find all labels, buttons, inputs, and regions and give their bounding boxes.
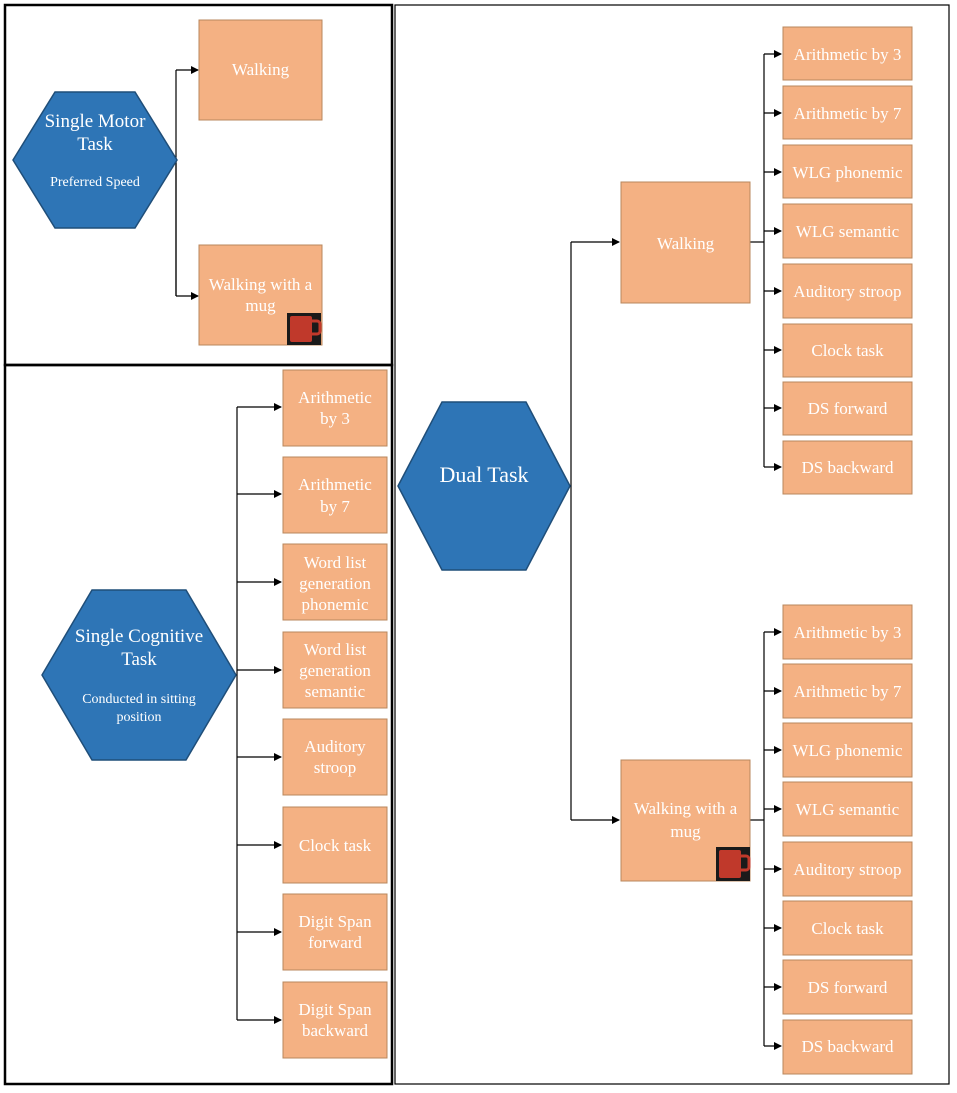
dual-walking-mug-box: Walking with a mug (620, 759, 751, 882)
single-motor-subtitle: Preferred Speed (50, 175, 140, 190)
svg-text:by 3: by 3 (320, 409, 350, 428)
dual-mug-ds-forward-box: DS forward (782, 959, 913, 1015)
svg-text:Digit Span: Digit Span (298, 912, 372, 931)
svg-text:WLG phonemic: WLG phonemic (793, 163, 903, 182)
dual-task-connectors (570, 50, 782, 1050)
svg-text:Arithmetic by 3: Arithmetic by 3 (794, 45, 902, 64)
dual-task-title: Dual Task (439, 462, 528, 487)
svg-text:DS forward: DS forward (808, 399, 888, 418)
dual-mug-wlg-phonemic-box: WLG phonemic (782, 722, 913, 778)
dual-walking-arith3-box: Arithmetic by 3 (782, 26, 913, 81)
cog-wlg-semantic-box: Word list generation semantic (282, 631, 388, 709)
cog-wlg-phonemic-box: Word list generation phonemic (282, 543, 388, 621)
svg-text:generation: generation (299, 661, 371, 680)
dual-walking-ds-forward-box: DS forward (782, 381, 913, 436)
svg-text:Walking: Walking (232, 60, 290, 79)
single-cognitive-title: Single Cognitive (75, 626, 203, 647)
svg-text:Arithmetic: Arithmetic (298, 475, 372, 494)
single-motor-title: Single Motor (45, 111, 146, 132)
mug-icon (716, 847, 751, 881)
dual-mug-auditory-stroop-box: Auditory stroop (782, 841, 913, 897)
svg-text:Arithmetic by 7: Arithmetic by 7 (794, 104, 902, 123)
svg-text:Word list: Word list (304, 553, 367, 572)
cog-arith3-box: Arithmetic by 3 (282, 369, 388, 447)
svg-text:Word list: Word list (304, 640, 367, 659)
dual-walking-wlg-phonemic-box: WLG phonemic (782, 144, 913, 199)
cog-digit-span-backward-box: Digit Span backward (282, 981, 388, 1059)
single-motor-connectors (175, 66, 199, 300)
svg-text:Walking: Walking (657, 234, 715, 253)
single-cognitive-title-2: Task (121, 649, 157, 670)
svg-text:semantic: semantic (305, 682, 366, 701)
motor-walking-mug-box: Walking with a mug (198, 244, 323, 346)
svg-text:phonemic: phonemic (301, 595, 368, 614)
dual-walking-auditory-stroop-box: Auditory stroop (782, 263, 913, 319)
svg-text:DS backward: DS backward (801, 458, 894, 477)
svg-text:mug: mug (670, 822, 701, 841)
single-cognitive-subtitle: Conducted in sitting (82, 692, 196, 707)
dual-task-panel (394, 4, 950, 1085)
motor-walking-box: Walking (198, 19, 323, 121)
svg-text:Arithmetic by 3: Arithmetic by 3 (794, 623, 902, 642)
dual-mug-wlg-semantic-box: WLG semantic (782, 781, 913, 837)
single-cognitive-panel (3, 363, 394, 1086)
svg-text:Auditory stroop: Auditory stroop (793, 860, 901, 879)
svg-text:Walking with a: Walking with a (209, 275, 313, 294)
cog-clock-task-box: Clock task (282, 806, 388, 884)
dual-walking-clock-task-box: Clock task (782, 323, 913, 378)
svg-text:Auditory: Auditory (304, 737, 366, 756)
dual-walking-box: Walking (620, 181, 751, 304)
svg-text:WLG semantic: WLG semantic (796, 800, 900, 819)
svg-text:DS backward: DS backward (801, 1037, 894, 1056)
dual-mug-arith3-box: Arithmetic by 3 (782, 604, 913, 660)
svg-text:WLG phonemic: WLG phonemic (793, 741, 903, 760)
svg-text:by 7: by 7 (320, 497, 350, 516)
svg-text:Walking with a: Walking with a (634, 799, 738, 818)
dual-walking-arith7-box: Arithmetic by 7 (782, 85, 913, 140)
svg-text:Digit Span: Digit Span (298, 1000, 372, 1019)
svg-text:backward: backward (302, 1021, 369, 1040)
dual-walking-ds-backward-box: DS backward (782, 440, 913, 495)
svg-text:mug: mug (245, 296, 276, 315)
cog-digit-span-forward-box: Digit Span forward (282, 893, 388, 971)
svg-text:WLG semantic: WLG semantic (796, 222, 900, 241)
dual-mug-ds-backward-box: DS backward (782, 1019, 913, 1075)
cog-arith7-box: Arithmetic by 7 (282, 456, 388, 534)
mug-icon (287, 313, 322, 345)
dual-mug-clock-task-box: Clock task (782, 900, 913, 956)
single-cognitive-connectors (236, 403, 282, 1024)
svg-text:Arithmetic by 7: Arithmetic by 7 (794, 682, 902, 701)
svg-text:Clock task: Clock task (811, 341, 884, 360)
cog-auditory-stroop-box: Auditory stroop (282, 718, 388, 796)
svg-text:Clock task: Clock task (811, 919, 884, 938)
svg-text:stroop: stroop (314, 758, 357, 777)
single-cognitive-subtitle-2: position (116, 710, 161, 725)
svg-text:DS forward: DS forward (808, 978, 888, 997)
svg-text:forward: forward (308, 933, 362, 952)
dual-task-hexagon (397, 401, 571, 571)
svg-text:Clock task: Clock task (299, 836, 372, 855)
single-motor-title-2: Task (77, 134, 113, 155)
single-motor-task-hexagon (12, 91, 178, 229)
dual-mug-arith7-box: Arithmetic by 7 (782, 663, 913, 719)
dual-walking-wlg-semantic-box: WLG semantic (782, 203, 913, 259)
svg-text:Auditory stroop: Auditory stroop (793, 282, 901, 301)
single-cognitive-task-hexagon (41, 589, 237, 761)
svg-text:Arithmetic: Arithmetic (298, 388, 372, 407)
svg-text:generation: generation (299, 574, 371, 593)
